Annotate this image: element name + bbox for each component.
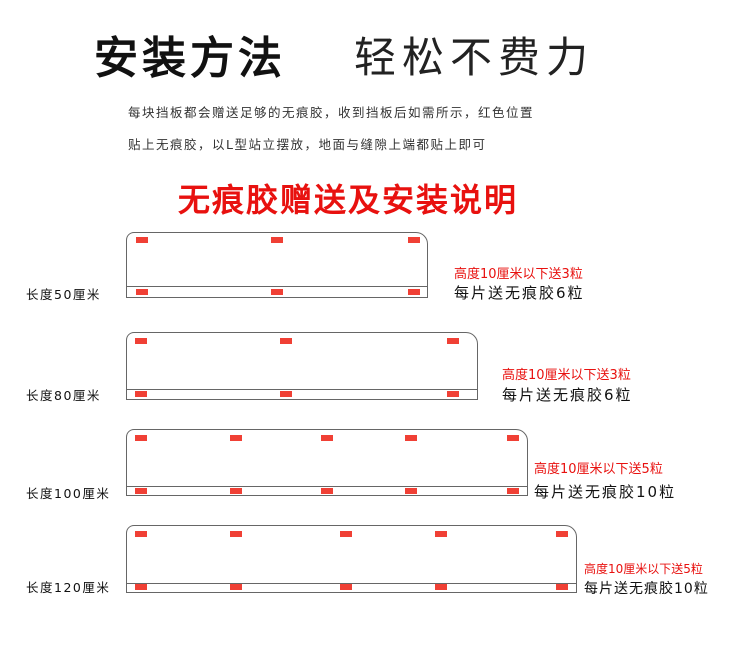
adhesive-pad	[340, 531, 352, 537]
adhesive-pad	[507, 435, 519, 441]
length-label: 长度80厘米	[26, 388, 101, 403]
adhesive-pad	[280, 391, 292, 397]
pads-note: 每片送无痕胶10粒	[534, 483, 677, 501]
adhesive-pad	[135, 584, 147, 590]
floor-line	[127, 286, 427, 287]
adhesive-pad	[280, 338, 292, 344]
height-note: 高度10厘米以下送5粒	[534, 462, 663, 477]
adhesive-pad	[271, 289, 283, 295]
height-note: 高度10厘米以下送5粒	[584, 562, 703, 576]
title-bold: 安装方法	[94, 33, 286, 84]
intro-line-2: 贴上无痕胶，以L型站立摆放，地面与缝隙上端都贴上即可	[128, 137, 487, 152]
adhesive-pad	[556, 584, 568, 590]
panel-100cm	[126, 429, 528, 496]
panel-120cm	[126, 525, 577, 593]
adhesive-pad	[135, 338, 147, 344]
adhesive-pad	[230, 435, 242, 441]
floor-line	[127, 389, 477, 390]
title-light: 轻松不费力	[354, 33, 595, 82]
length-label: 长度120厘米	[26, 580, 111, 595]
intro-line-1: 每块挡板都会赠送足够的无痕胶，收到挡板后如需所示，红色位置	[128, 105, 535, 120]
adhesive-pad	[230, 488, 242, 494]
height-note: 高度10厘米以下送3粒	[502, 368, 631, 383]
adhesive-pad	[405, 488, 417, 494]
adhesive-pad	[136, 237, 148, 243]
adhesive-pad	[447, 391, 459, 397]
adhesive-pad	[507, 488, 519, 494]
adhesive-pad	[447, 338, 459, 344]
adhesive-pad	[321, 435, 333, 441]
adhesive-pad	[136, 289, 148, 295]
adhesive-pad	[230, 584, 242, 590]
adhesive-pad	[135, 531, 147, 537]
adhesive-pad	[556, 531, 568, 537]
adhesive-pad	[135, 435, 147, 441]
subtitle: 无痕胶赠送及安装说明	[178, 181, 519, 219]
height-note: 高度10厘米以下送3粒	[454, 267, 583, 282]
adhesive-pad	[340, 584, 352, 590]
adhesive-pad	[135, 391, 147, 397]
adhesive-pad	[321, 488, 333, 494]
length-label: 长度100厘米	[26, 486, 111, 501]
floor-line	[127, 486, 527, 487]
floor-line	[127, 583, 576, 584]
adhesive-pad	[271, 237, 283, 243]
adhesive-pad	[408, 289, 420, 295]
adhesive-pad	[435, 531, 447, 537]
panel-50cm	[126, 232, 428, 298]
adhesive-pad	[405, 435, 417, 441]
pads-note: 每片送无痕胶10粒	[584, 581, 709, 597]
adhesive-pad	[135, 488, 147, 494]
length-label: 长度50厘米	[26, 287, 101, 302]
pads-note: 每片送无痕胶6粒	[502, 386, 633, 404]
adhesive-pad	[435, 584, 447, 590]
panel-80cm	[126, 332, 478, 400]
pads-note: 每片送无痕胶6粒	[454, 284, 585, 302]
adhesive-pad	[408, 237, 420, 243]
adhesive-pad	[230, 531, 242, 537]
